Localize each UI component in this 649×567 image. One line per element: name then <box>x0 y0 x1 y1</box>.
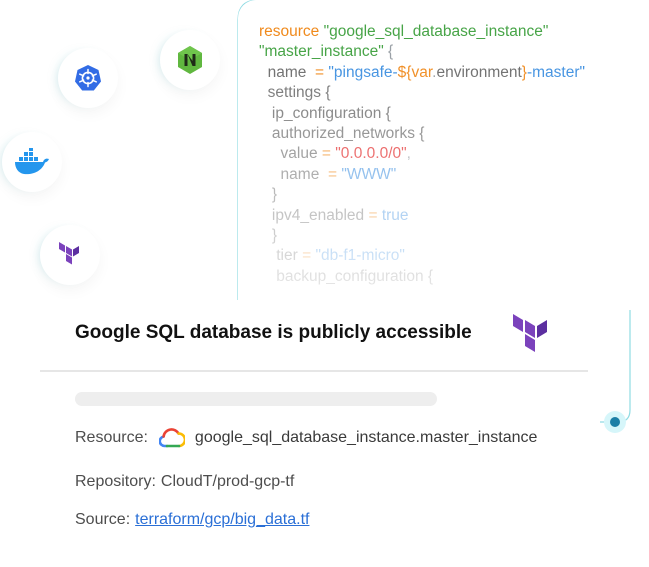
code-var: var <box>411 63 433 81</box>
code-public-cidr: "0.0.0.0/0" <box>335 145 407 163</box>
terraform-code-panel: resource "google_sql_database_instance" … <box>238 0 649 310</box>
code-eq: = <box>327 165 338 183</box>
nomad-icon <box>178 46 202 74</box>
kubernetes-icon <box>75 65 101 91</box>
code-brace: { <box>388 43 394 61</box>
code-close-brace: } <box>271 186 278 204</box>
code-resource-name: "master_instance" <box>259 43 384 61</box>
resource-label: Resource: <box>75 429 148 446</box>
finding-card: Google SQL database is publicly accessib… <box>40 300 600 567</box>
code-ip-configuration: ip_configuration { <box>271 104 391 122</box>
code-name-str2: -master" <box>526 63 586 81</box>
code-close-brace: } <box>271 227 278 245</box>
terraform-icon <box>59 242 79 265</box>
code-settings: settings { <box>267 84 331 102</box>
nomad-bubble <box>160 30 220 90</box>
code-resource-type: "google_sql_database_instance" <box>323 23 549 40</box>
google-cloud-icon <box>158 428 185 448</box>
code-eq: = <box>321 145 331 163</box>
code-interp-open: ${ <box>397 63 412 81</box>
code-name-str1: "pingsafe- <box>328 63 398 81</box>
code-name-key: name <box>267 63 307 81</box>
code-authorized-networks: authorized_networks { <box>271 125 425 143</box>
code-value-key: value <box>280 145 318 163</box>
code-env: environment <box>436 63 522 81</box>
code-eq: = <box>315 63 325 81</box>
repository-row: Repository: CloudT/prod-gcp-tf <box>75 473 294 491</box>
terraform-icon <box>513 314 547 352</box>
code-block: resource "google_sql_database_instance" … <box>259 22 585 287</box>
resource-value: google_sql_database_instance.master_inst… <box>194 429 538 446</box>
source-label: Source: <box>75 511 131 528</box>
source-row: Source: terraform/gcp/big_data.tf <box>75 511 309 529</box>
connector-node-halo <box>604 411 626 433</box>
terraform-bubble <box>40 225 100 285</box>
code-backup-configuration: backup_configuration { <box>276 267 434 285</box>
repository-value: CloudT/prod-gcp-tf <box>160 473 295 490</box>
code-name2-key: name <box>280 165 320 183</box>
finding-title: Google SQL database is publicly accessib… <box>75 322 472 343</box>
code-tier-key: tier <box>276 247 298 265</box>
code-name2-str: "WWW" <box>341 165 397 183</box>
loading-skeleton-bar <box>75 392 437 406</box>
repository-label: Repository: <box>75 473 156 490</box>
kubernetes-bubble <box>58 48 118 108</box>
code-comma: , <box>406 145 411 163</box>
card-divider <box>40 370 588 372</box>
code-tier-str: "db-f1-micro" <box>315 247 405 265</box>
resource-row: Resource: google_sql_database_instance.m… <box>75 428 537 448</box>
code-ipv4-key: ipv4_enabled <box>271 206 365 224</box>
code-ipv4-val: true <box>381 206 409 224</box>
code-keyword: resource <box>259 23 320 40</box>
connector-node <box>610 417 620 427</box>
source-file-link[interactable]: terraform/gcp/big_data.tf <box>135 511 310 528</box>
code-eq: = <box>302 247 312 265</box>
docker-icon <box>15 148 49 175</box>
code-eq: = <box>368 206 378 224</box>
docker-bubble <box>2 132 62 192</box>
